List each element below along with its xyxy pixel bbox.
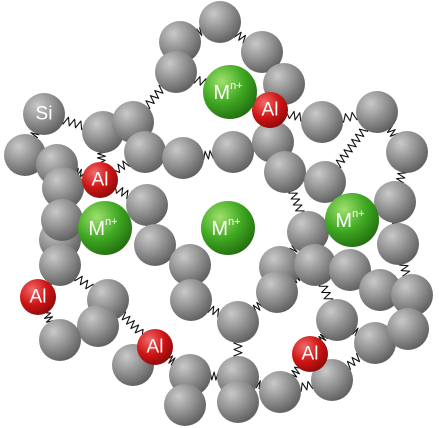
spring-bond <box>286 110 305 122</box>
al-label: Al <box>92 170 109 191</box>
spring-bond <box>144 84 165 110</box>
silicon-atom <box>42 167 84 209</box>
aluminum-atom <box>137 329 173 365</box>
spring-bond <box>288 188 305 216</box>
atoms <box>4 1 433 426</box>
cation-atom <box>203 65 257 119</box>
silicon-atom <box>126 184 168 226</box>
silicon-atom <box>217 301 259 343</box>
spring-bond <box>297 380 316 392</box>
al-label: Al <box>302 344 319 365</box>
silicon-atom <box>155 51 197 93</box>
silicon-atom <box>259 371 301 413</box>
cation-label: Mn+ <box>213 80 242 104</box>
silicon-atom <box>4 134 46 176</box>
silicon-atom <box>169 244 211 286</box>
silicon-atom <box>391 274 433 316</box>
silicon-atom <box>354 322 396 364</box>
spring-bond <box>120 311 144 335</box>
silicon-atom <box>241 31 283 73</box>
aluminum-atom <box>252 92 288 128</box>
silicon-atom <box>359 269 401 311</box>
silicon-atom <box>311 359 353 401</box>
silicon-atom <box>124 131 166 173</box>
silicon-atom <box>77 305 119 347</box>
al-label: Al <box>262 100 279 121</box>
spring-bond <box>114 160 131 173</box>
aluminum-atom <box>20 279 56 315</box>
aluminum-atom <box>82 162 118 198</box>
spring-bond <box>335 126 369 169</box>
silicon-atom <box>212 131 254 173</box>
silicon-atom <box>386 131 428 173</box>
silicon-atom <box>170 279 212 321</box>
aluminum-atom <box>292 336 328 372</box>
cation-atom <box>201 201 255 255</box>
si-label: Si <box>36 104 53 125</box>
silicon-atom <box>39 319 81 361</box>
cation-atom <box>78 201 132 255</box>
spring-bond <box>115 187 132 200</box>
spring-bond <box>318 281 334 304</box>
silicon-atom <box>374 181 416 223</box>
cation-label: Mn+ <box>335 208 364 232</box>
silicon-atom <box>217 381 259 423</box>
al-label: Al <box>30 287 47 308</box>
silicon-atom <box>256 271 298 313</box>
silicon-atom <box>264 151 306 193</box>
silicon-atom <box>294 244 336 286</box>
silicon-atom-labeled <box>23 93 65 135</box>
cation-label: Mn+ <box>211 216 240 240</box>
silicon-atom <box>287 211 329 253</box>
cation-label: Mn+ <box>88 216 117 240</box>
silicon-atom <box>356 91 398 133</box>
silicon-atom <box>134 224 176 266</box>
spring-bond <box>73 275 95 290</box>
silicon-atom <box>316 299 358 341</box>
silicon-atom <box>329 249 371 291</box>
silicon-atom <box>387 308 429 350</box>
silicon-atom <box>162 137 204 179</box>
silicon-atom <box>304 161 346 203</box>
spring-bond <box>60 116 87 131</box>
silicon-atom <box>301 101 343 143</box>
silicon-atom <box>39 244 81 286</box>
spring-bond <box>339 111 360 123</box>
cation-atom <box>325 193 379 247</box>
spring-bond <box>233 339 243 360</box>
spring-bond <box>399 260 411 279</box>
silicon-atom <box>199 1 241 43</box>
al-label: Al <box>147 337 164 358</box>
silicon-atom <box>41 199 83 241</box>
silicon-atom <box>377 223 419 265</box>
silicon-atom <box>164 384 206 426</box>
spring-bond <box>345 353 362 370</box>
